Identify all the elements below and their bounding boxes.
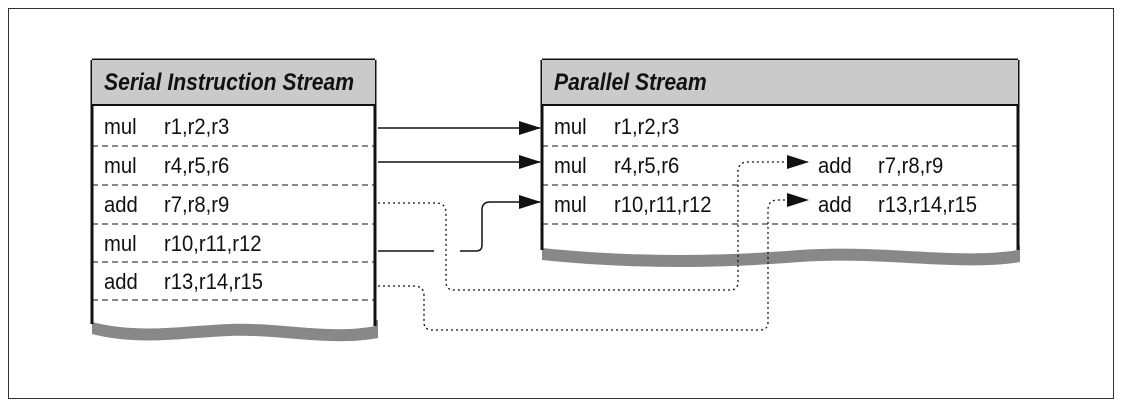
serial-row-2: mul r4,r5,r6 <box>92 147 375 185</box>
instruction-registers: r13,r14,r15 <box>878 192 978 217</box>
arrow-mul-3 <box>378 202 540 252</box>
instruction-registers: r7,r8,r9 <box>878 153 944 178</box>
instruction-registers: r13,r14,r15 <box>164 269 264 294</box>
instruction-registers: r10,r11,r12 <box>164 231 262 256</box>
arrow-add-2 <box>378 193 809 331</box>
instruction-registers: r4,r5,r6 <box>164 153 230 178</box>
instruction-registers: r4,r5,r6 <box>614 153 680 178</box>
instruction-op: mul <box>554 114 587 139</box>
serial-panel-header: Serial Instruction Stream <box>92 60 375 106</box>
instruction-op: add <box>818 192 852 217</box>
instruction-op: mul <box>104 153 137 178</box>
instruction-registers: r7,r8,r9 <box>164 192 230 217</box>
instruction-op: mul <box>104 231 137 256</box>
figure-frame <box>8 8 1114 399</box>
parallel-panel-header: Parallel Stream <box>542 60 1018 106</box>
instruction-op: mul <box>554 153 587 178</box>
parallel-row-1: mul r1,r2,r3 <box>542 108 1018 146</box>
instruction-registers: r10,r11,r12 <box>614 192 712 217</box>
serial-separators <box>92 145 375 301</box>
parallel-panel-paper <box>542 60 1018 255</box>
instruction-op: mul <box>104 114 137 139</box>
parallel-row-2: mul r4,r5,r6 add r7,r8,r9 <box>542 147 1018 185</box>
instruction-op: add <box>818 153 852 178</box>
instruction-op: add <box>104 269 138 294</box>
parallel-panel-title: Parallel Stream <box>554 69 707 96</box>
serial-row-4: mul r10,r11,r12 <box>92 225 375 263</box>
serial-panel-title: Serial Instruction Stream <box>104 69 355 96</box>
serial-row-3: add r7,r8,r9 <box>92 186 375 224</box>
instruction-op: add <box>104 192 138 217</box>
parallel-row-3: mul r10,r11,r12 add r13,r14,r15 <box>542 186 1018 224</box>
instruction-registers: r1,r2,r3 <box>614 114 680 139</box>
serial-row-1: mul r1,r2,r3 <box>92 108 375 146</box>
instruction-registers: r1,r2,r3 <box>164 114 230 139</box>
serial-instruction-stream-panel: Serial Instruction Stream mul r1,r2,r3 m… <box>92 60 375 320</box>
instruction-op: mul <box>554 192 587 217</box>
serial-row-5: add r13,r14,r15 <box>92 263 375 301</box>
parallel-stream-panel: Parallel Stream mul r1,r2,r3 mul r4,r5,r… <box>542 60 1018 250</box>
